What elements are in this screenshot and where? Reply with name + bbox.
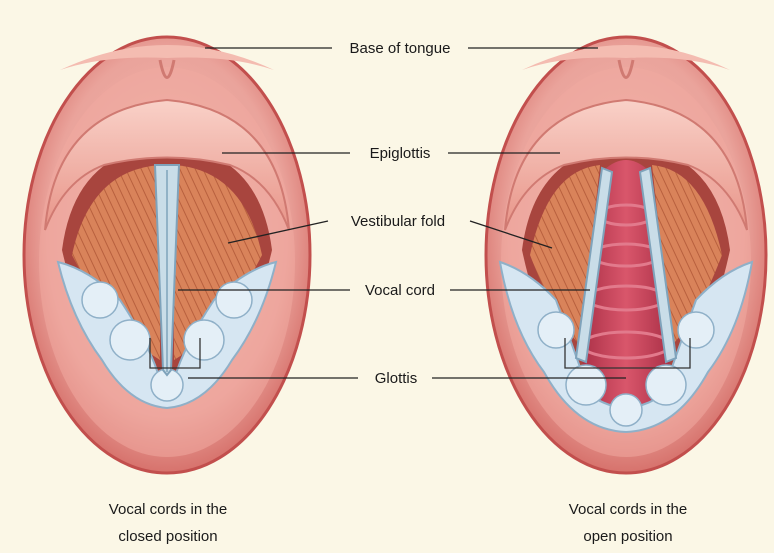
closed-larynx-illustration [24,37,310,473]
open-larynx-illustration [486,37,766,473]
label-vocal-cord: Vocal cord [365,282,435,299]
caption-closed-line1: Vocal cords in the [109,501,227,518]
label-vestibular-fold: Vestibular fold [351,213,445,230]
caption-closed-line2: closed position [118,528,217,545]
label-epiglottis: Epiglottis [370,145,431,162]
caption-open-line2: open position [583,528,672,545]
label-base-of-tongue: Base of tongue [350,40,451,57]
caption-open-line1: Vocal cords in the [569,501,687,518]
label-glottis: Glottis [375,370,418,387]
